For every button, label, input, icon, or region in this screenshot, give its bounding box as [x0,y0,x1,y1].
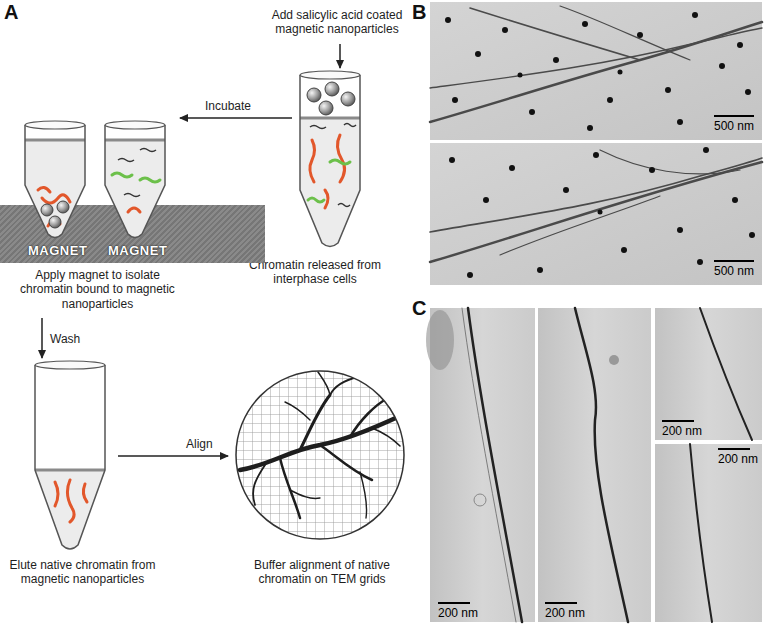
step-caption: Chromatin released from interphase cells [245,258,385,287]
step-caption: Elute native chromatin from magnetic nan… [0,558,165,587]
arrow-label: Incubate [205,99,251,113]
step-caption: Buffer alignment of native chromatin on … [232,558,412,587]
panel-letter: A [4,2,18,22]
scale-bar-label: 500 nm [714,119,754,133]
magnet-label: MAGNET [108,243,167,258]
panel-letter: C [412,298,426,318]
magnet-tubes-illustration [0,110,270,240]
magnet-label: MAGNET [28,243,87,258]
scale-bar-label: 200 nm [545,606,585,620]
scale-bar-label: 200 nm [438,606,478,620]
scale-bar-label: 200 nm [662,424,702,438]
arrow-label: Align [186,437,213,451]
scale-bar-label: 200 nm [718,452,758,466]
scale-bar-label: 500 nm [714,264,754,278]
arrow-label: Wash [50,332,80,346]
step-caption: Apply magnet to isolate chromatin bound … [10,268,185,311]
panel-letter: B [412,2,426,22]
step-caption: Add salicylic acid coated magnetic nanop… [262,8,412,37]
